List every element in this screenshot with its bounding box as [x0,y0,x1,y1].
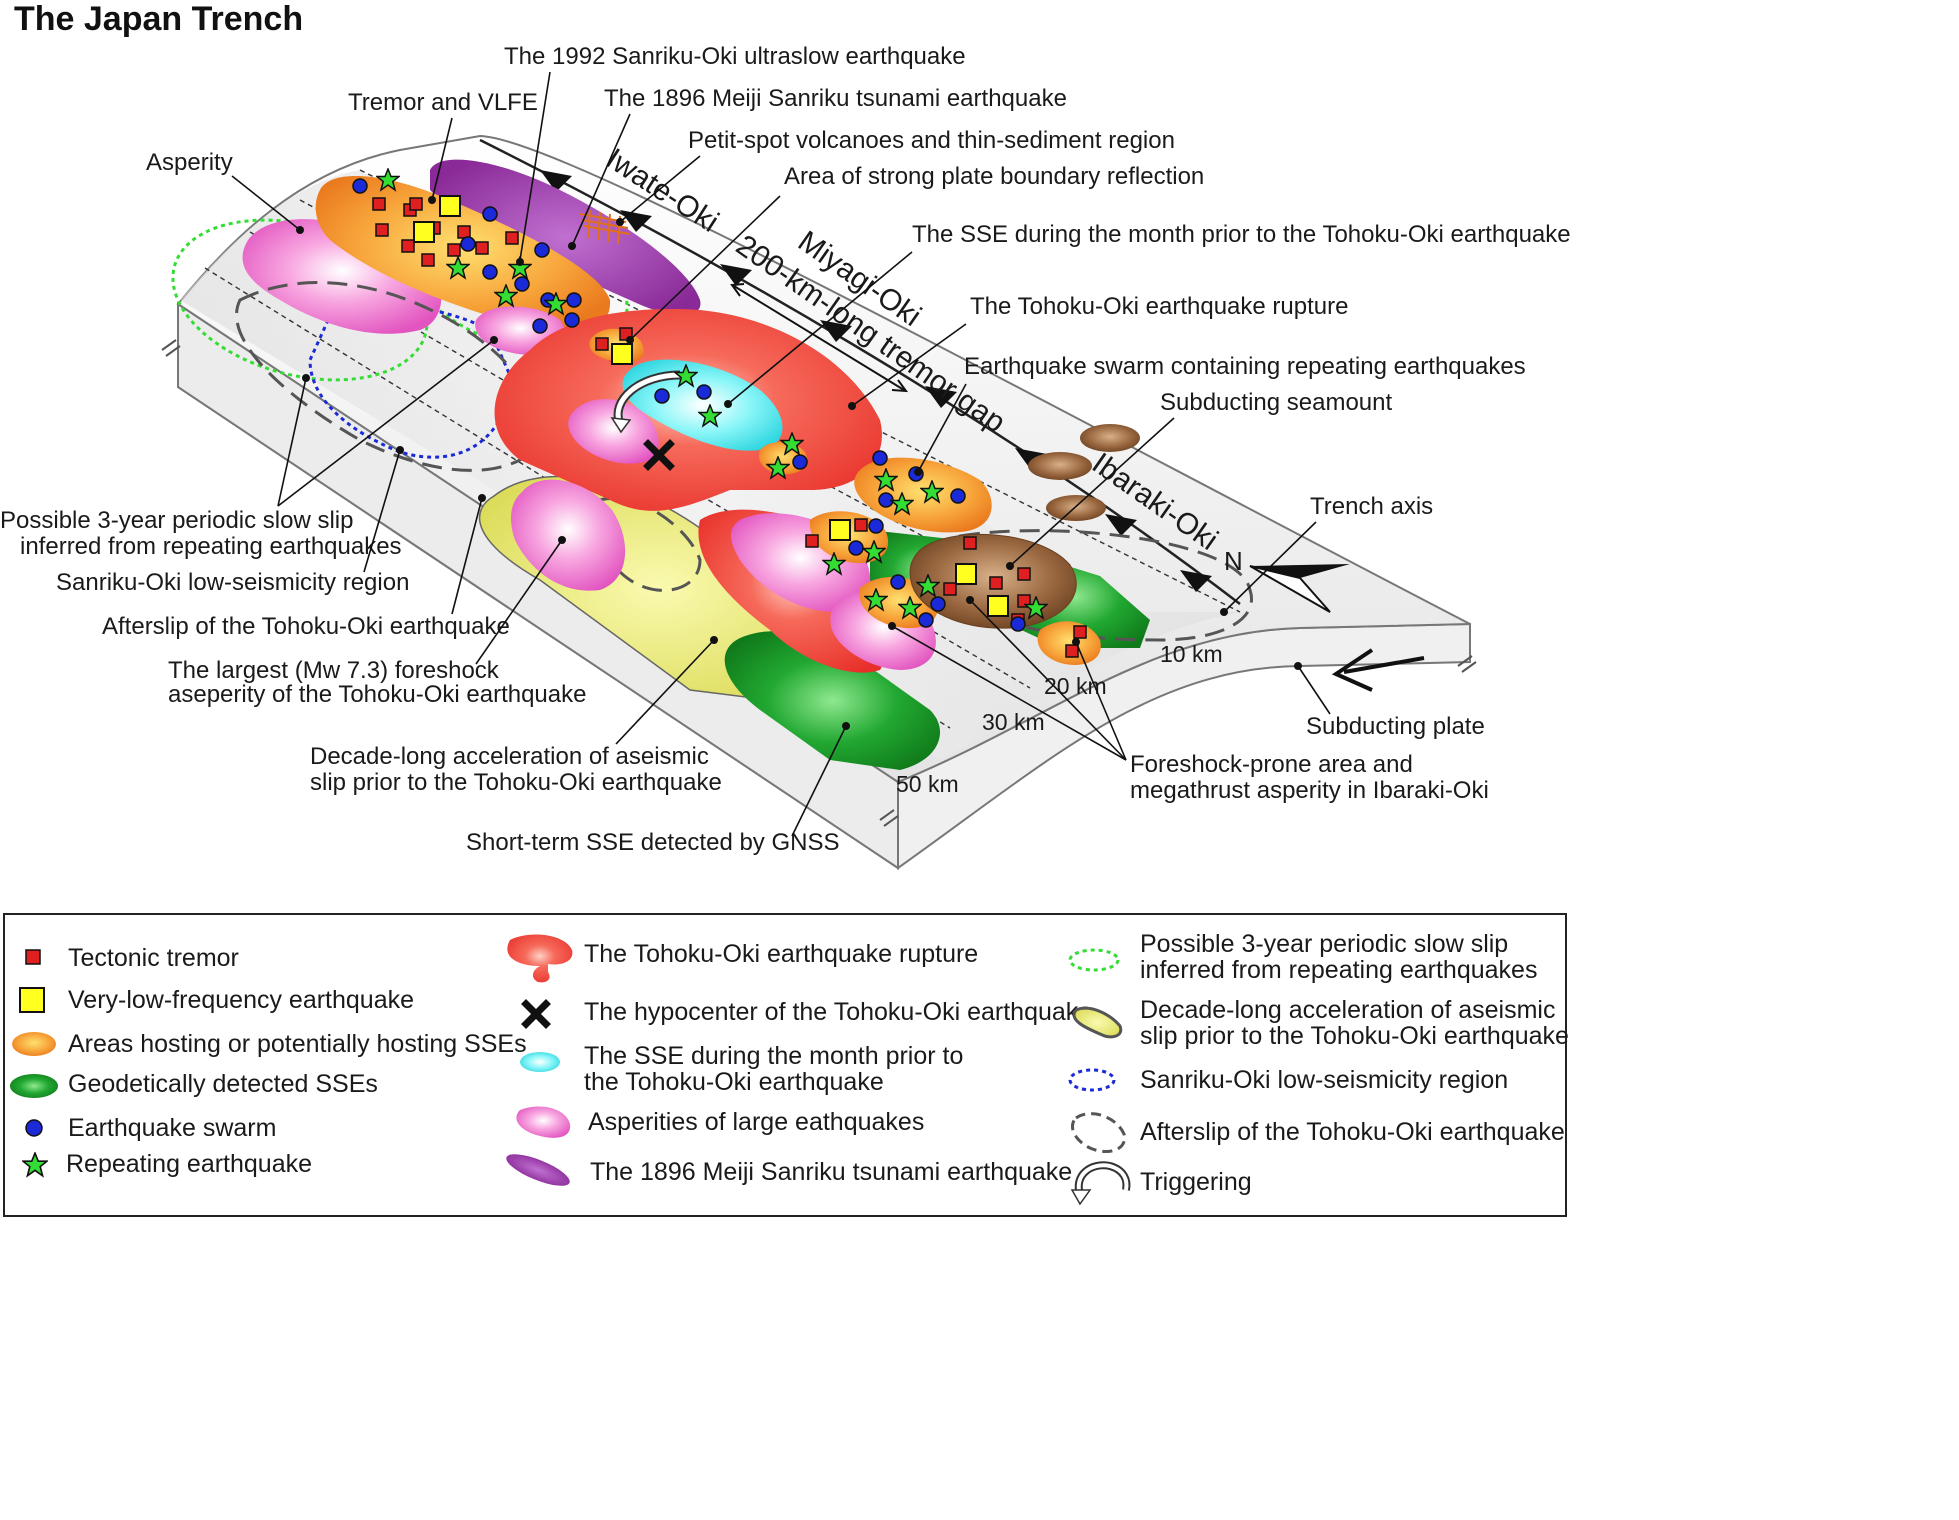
legend-asperity-icon [516,1106,571,1138]
label-periodic-1: Possible 3-year periodic slow slip [0,507,353,534]
legend-vlfe-icon [19,987,45,1013]
legend-rupture-icon [507,934,573,983]
legend-triggering-icon [1070,1161,1131,1206]
label-seamount: Subducting seamount [1160,389,1392,416]
legend-swarm-icon [25,1119,43,1137]
label-rupture: The Tohoku-Oki earthquake rupture [970,293,1348,320]
legend-sse-month-icon [520,1052,560,1072]
legend-sse-month-2: the Tohoku-Oki earthquake [584,1068,884,1096]
seamount-2 [1028,452,1092,480]
legend-box [3,913,1567,1217]
legend-triggering: Triggering [1140,1168,1252,1196]
legend-swarm: Earthquake swarm [68,1114,276,1142]
label-petit-spot: Petit-spot volcanoes and thin-sediment r… [688,127,1175,154]
legend-low-seismicity-icon [1068,1068,1116,1092]
label-sse-month: The SSE during the month prior to the To… [912,221,1571,248]
north-arrow [1249,564,1350,613]
legend-vlfe: Very-low-frequency earthquake [68,986,414,1014]
legend-repeating: Repeating earthquake [66,1150,312,1178]
legend-tremor: Tectonic tremor [68,944,239,972]
tremor-markers [372,197,1087,658]
legend-hypocenter: The hypocenter of the Tohoku-Oki earthqu… [584,998,1092,1026]
hypocenter-marker [643,439,675,471]
sse-month-prior [622,359,783,451]
legend-afterslip-icon [1071,1112,1126,1153]
figure-title: The Japan Trench [14,0,303,38]
seamount-1 [1080,424,1140,452]
legend-decade-1: Decade-long acceleration of aseismic [1140,996,1556,1024]
meiji-1896-region [430,159,701,315]
legend-geodetic: Geodetically detected SSEs [68,1070,378,1098]
legend-rupture: The Tohoku-Oki earthquake rupture [584,940,978,968]
legend-sse: Areas hosting or potentially hosting SSE… [68,1030,527,1058]
legend-meiji: The 1896 Meiji Sanriku tsunami earthquak… [590,1158,1072,1186]
legend-asperity: Asperities of large eathquakes [588,1108,924,1136]
swarm-markers [352,178,1026,632]
vlfe-markers [413,195,1009,617]
foreshock-asperity [510,479,626,591]
label-ultraslow: The 1992 Sanriku-Oki ultraslow earthquak… [504,43,966,70]
legend-tremor-icon [25,949,41,965]
label-trench-axis: Trench axis [1310,493,1433,520]
label-foreshock-2: aseperity of the Tohoku-Oki earthquake [168,681,586,708]
label-periodic-2: inferred from repeating earthquakes [20,533,402,560]
label-decade-2: slip prior to the Tohoku-Oki earthquake [310,769,722,796]
legend-decade-icon [1072,1006,1123,1039]
label-afterslip: Afterslip of the Tohoku-Oki earthquake [102,613,510,640]
legend-sse-icon [12,1032,56,1056]
label-meiji: The 1896 Meiji Sanriku tsunami earthquak… [604,85,1067,112]
afterslip-region-3 [958,529,1253,642]
legend-sse-month-1: The SSE during the month prior to [584,1042,963,1070]
label-swarm-repeating: Earthquake swarm containing repeating ea… [964,353,1526,380]
legend-periodic-1: Possible 3-year periodic slow slip [1140,930,1508,958]
label-asperity: Asperity [146,149,233,176]
legend-hypocenter-icon [521,999,551,1029]
label-tremor-vlfe: Tremor and VLFE [348,89,538,116]
legend-decade-2: slip prior to the Tohoku-Oki earthquake [1140,1022,1569,1050]
label-foreshock-1: The largest (Mw 7.3) foreshock [168,657,500,684]
sse-area-iwate [315,176,611,334]
tremor-gap-arrow [733,285,905,391]
asperity-miyagi [568,399,659,464]
legend-periodic-2: inferred from repeating earthquakes [1140,956,1537,984]
legend-periodic-icon [1068,948,1120,972]
short-term-sse-region [724,631,940,770]
label-foreshock-prone-1: Foreshock-prone area and [1130,751,1413,778]
legend-afterslip: Afterslip of the Tohoku-Oki earthquake [1140,1118,1565,1146]
depth-30km: 30 km [982,709,1045,735]
label-subducting-plate: Subducting plate [1306,713,1485,740]
plate-motion-arrow [1331,648,1425,692]
legend-geodetic-icon [10,1074,58,1098]
depth-10km: 10 km [1160,641,1223,667]
seamount-3 [1046,495,1106,521]
legend-low-seismicity: Sanriku-Oki low-seismicity region [1140,1066,1508,1094]
label-short-term-sse: Short-term SSE detected by GNSS [466,829,840,856]
label-foreshock-prone-2: megathrust asperity in Ibaraki-Oki [1130,777,1489,804]
depth-50km: 50 km [896,771,959,797]
trench-axis-line [479,138,1241,605]
label-decade-1: Decade-long acceleration of aseismic [310,743,709,770]
north-label: N [1224,546,1243,576]
label-low-seismicity: Sanriku-Oki low-seismicity region [56,569,409,596]
legend-meiji-icon [506,1154,570,1186]
label-reflection: Area of strong plate boundary reflection [784,163,1204,190]
